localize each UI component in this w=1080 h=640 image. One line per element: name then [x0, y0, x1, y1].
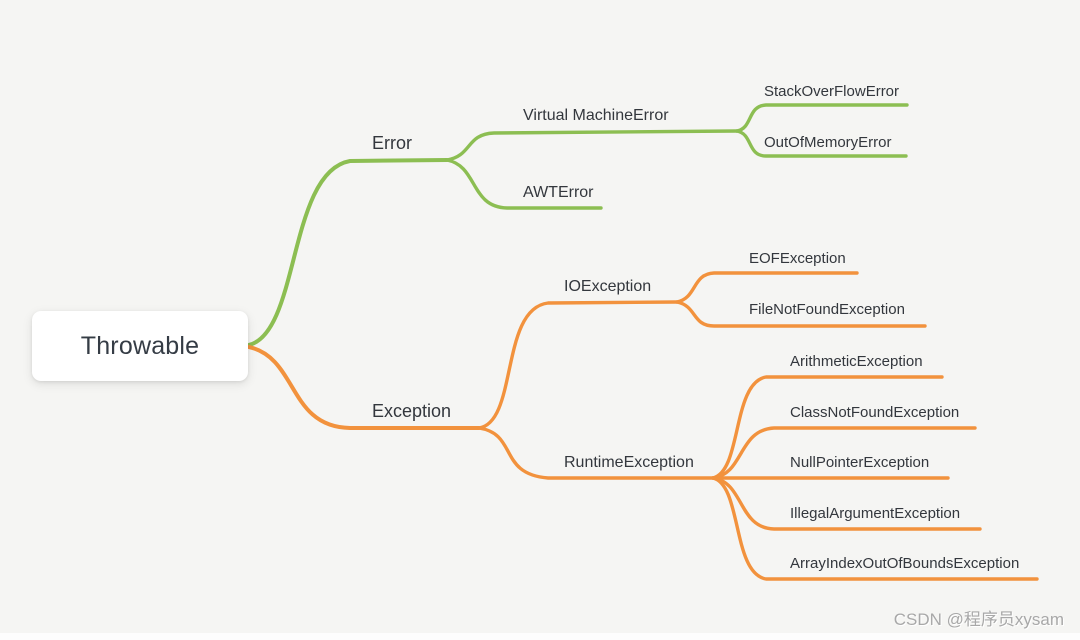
edge-exception-ioexception — [477, 300, 679, 430]
edge-runtimeexception-classnotfoundexception — [711, 426, 977, 480]
node-stackoverflowerror[interactable]: StackOverFlowError — [764, 83, 900, 100]
edge-ioexception-filenotfoundexception — [675, 300, 927, 328]
edge-runtimeexception-arrayindexoutofboundsexception — [711, 476, 1039, 581]
node-classnotfoundexception[interactable]: ClassNotFoundException — [790, 404, 960, 421]
edge-error-virtual-machine-error — [445, 129, 739, 162]
node-illegalargumentexception[interactable]: IllegalArgumentException — [790, 505, 961, 522]
node-nullpointerexception[interactable]: NullPointerException — [790, 454, 930, 471]
watermark: CSDN @程序员xysam — [893, 610, 1064, 629]
edge-runtimeexception-illegalargumentexception — [711, 476, 982, 531]
node-arrayindexoutofboundsexception[interactable]: ArrayIndexOutOfBoundsException — [790, 555, 1020, 572]
edge-exception-runtimeexception — [477, 426, 715, 480]
node-throwable[interactable]: Throwable — [32, 311, 248, 381]
node-eofexception[interactable]: EOFException — [749, 250, 846, 267]
node-arithmeticexception[interactable]: ArithmeticException — [790, 353, 923, 370]
node-filenotfoundexception[interactable]: FileNotFoundException — [749, 301, 905, 318]
edge-virtual-machine-error-outofmemoryerror — [735, 129, 908, 158]
node-virtual-machine-error[interactable]: Virtual MachineError — [523, 107, 669, 124]
bottom-strip — [0, 633, 1080, 640]
edge-error-awterror — [445, 158, 603, 210]
node-exception[interactable]: Exception — [372, 401, 452, 421]
edge-virtual-machine-error-stackoverflowerror — [735, 103, 909, 133]
node-error[interactable]: Error — [372, 133, 412, 153]
node-throwable-label: Throwable — [80, 331, 200, 360]
node-ioexception[interactable]: IOException — [564, 278, 652, 295]
edge-throwable-error — [247, 158, 449, 347]
node-runtimeexception[interactable]: RuntimeException — [564, 454, 694, 471]
node-outofmemoryerror[interactable]: OutOfMemoryError — [764, 134, 892, 151]
edge-runtimeexception-arithmeticexception — [711, 375, 944, 480]
edge-throwable-exception — [247, 345, 481, 430]
edge-ioexception-eofexception — [675, 271, 859, 304]
node-awterror[interactable]: AWTError — [523, 184, 594, 201]
